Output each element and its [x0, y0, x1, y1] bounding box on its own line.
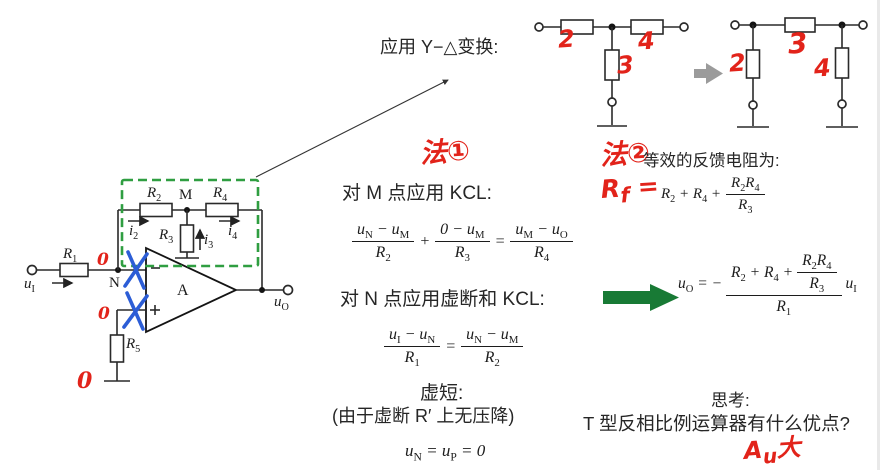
input-terminal	[26, 264, 38, 276]
gain-note: Au大	[742, 433, 802, 469]
resistor-r3	[179, 224, 195, 253]
eq-m-plus: +	[419, 232, 431, 250]
label-r1: R1	[63, 246, 78, 265]
eq-m-den2: R3	[454, 244, 470, 265]
eq-m-equals: =	[494, 232, 506, 250]
think-question: T 型反相比例运算器有什么优点?	[583, 413, 850, 434]
output-terminal	[282, 284, 294, 296]
result-denominator: R1	[776, 298, 792, 319]
rf-pre: R2 + R4 +	[661, 186, 722, 205]
pi-network-label-2: 2	[727, 48, 747, 78]
eq-n-num1: uI − uN	[384, 326, 441, 347]
output-node-dot	[259, 287, 265, 293]
label-node-m: M	[179, 187, 193, 203]
blue-cross-noninverting-2	[122, 294, 149, 329]
eq-n-num2: uN − uM	[461, 326, 524, 347]
virtual-short-title: 虚短:	[420, 383, 464, 404]
virtual-short-equation: uN = uP = 0	[405, 441, 486, 464]
eq-m-den3: R4	[533, 244, 550, 265]
label-r2: R2	[147, 185, 162, 204]
pi-network	[730, 17, 868, 128]
eq-n-den1: R1	[404, 349, 420, 370]
eq-m-num2: 0 − uM	[435, 221, 490, 242]
kcl-m-title: 对 M 点应用 KCL:	[342, 183, 492, 204]
eq-m-den1: R2	[375, 244, 391, 265]
result-num-pre: R2 + R4 +	[731, 263, 794, 284]
result-num-frac-n: R2R4	[797, 252, 837, 273]
result-lhs: uO = −	[678, 275, 723, 296]
t-network-label-3: 3	[615, 50, 635, 80]
think-title: 思考:	[711, 391, 750, 410]
rf-handwritten: Rf =	[599, 171, 660, 208]
label-node-n: N	[109, 275, 120, 291]
label-amp: A	[177, 282, 189, 299]
opamp-triangle	[145, 246, 239, 334]
label-u-out: uO	[274, 294, 289, 313]
result-arrow	[603, 284, 679, 311]
rf-frac-den: R3	[738, 197, 753, 216]
label-r3: R3	[159, 227, 174, 246]
label-i2: i2	[129, 223, 139, 242]
resistor-r1	[59, 262, 89, 278]
t-network-label-4: 4	[636, 26, 656, 56]
resistor-r4	[205, 202, 239, 218]
t-network	[534, 19, 689, 127]
kcl-n-title: 对 N 点应用虚断和 KCL:	[340, 289, 545, 310]
label-r5: R5	[126, 336, 141, 355]
pi-network-label-3: 3	[786, 26, 809, 61]
virtual-short-note: (由于虚断 R′ 上无压降)	[332, 406, 515, 426]
page-edge	[877, 0, 880, 470]
eq-m-num3: uM − uO	[510, 221, 573, 242]
eq-n-den2: R2	[484, 349, 500, 370]
rf-frac-num: R2R4	[726, 175, 765, 195]
zero-annotation-ground: 0	[77, 368, 93, 394]
label-i4: i4	[228, 223, 238, 242]
resistor-r5	[109, 334, 125, 363]
result-num-frac-d: R3	[809, 275, 825, 296]
feedback-network-highlight-box	[120, 178, 260, 268]
method1-tag: 法①	[418, 135, 471, 170]
pointer-arrow	[255, 79, 449, 178]
t-network-label-2: 2	[556, 24, 576, 54]
eq-virtual: uN = uP = 0	[405, 441, 486, 464]
result-rhs: uI	[845, 275, 857, 296]
label-r4: R4	[213, 185, 228, 204]
feedback-title: 等效的反馈电阻为:	[643, 152, 780, 170]
pi-network-label-4: 4	[812, 53, 832, 83]
eq-m-num1: uN − uM	[352, 221, 415, 242]
label-i3: i3	[204, 232, 214, 251]
main-opamp-circuit	[26, 202, 294, 382]
zero-annotation-n: 0	[97, 250, 109, 270]
transform-arrow	[694, 63, 723, 84]
label-u-in: uI	[24, 276, 35, 295]
blue-cross-inverting-2	[123, 252, 149, 288]
zero-annotation-p: 0	[98, 304, 110, 324]
eq-n-equals: =	[445, 337, 457, 355]
transform-title: 应用 Y−△变换:	[380, 37, 499, 57]
blue-cross-marks	[122, 250, 149, 331]
resistor-r2	[139, 202, 173, 218]
